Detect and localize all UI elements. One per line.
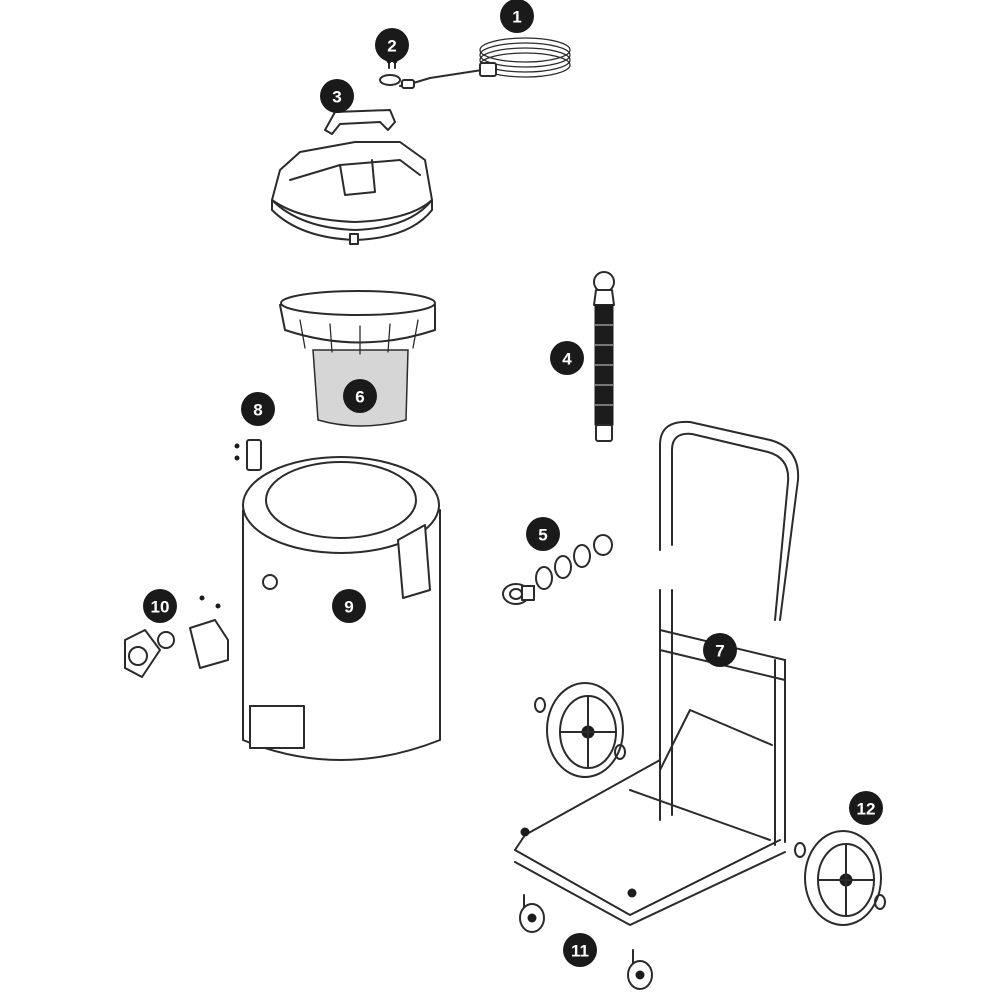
callout-3: 3 bbox=[320, 79, 354, 113]
callout-12: 12 bbox=[849, 791, 883, 825]
callout-10: 10 bbox=[143, 589, 177, 623]
callout-number: 4 bbox=[562, 350, 572, 369]
callout-5: 5 bbox=[526, 517, 560, 551]
cord-clamp-part bbox=[379, 58, 415, 89]
callout-1: 1 bbox=[500, 0, 534, 33]
callout-circle bbox=[849, 791, 883, 825]
motor-head-part bbox=[271, 109, 433, 245]
callout-number: 5 bbox=[538, 526, 547, 545]
callout-number: 12 bbox=[857, 800, 876, 819]
callout-circle bbox=[241, 392, 275, 426]
callout-11: 11 bbox=[563, 933, 597, 967]
casters-part bbox=[519, 894, 653, 990]
callout-number: 10 bbox=[151, 598, 170, 617]
callout-number: 11 bbox=[571, 942, 589, 961]
callout-circle bbox=[550, 341, 584, 375]
callout-circle bbox=[343, 379, 377, 413]
latch-bracket-part bbox=[234, 439, 262, 471]
callout-circle bbox=[526, 517, 560, 551]
callout-9: 9 bbox=[332, 589, 366, 623]
callout-circle bbox=[703, 633, 737, 667]
callout-circle bbox=[563, 933, 597, 967]
power-cord-part bbox=[399, 37, 571, 87]
callout-number: 7 bbox=[715, 642, 724, 661]
rear-wheels-part bbox=[534, 682, 886, 926]
callout-2: 2 bbox=[375, 28, 409, 62]
callout-number: 6 bbox=[355, 388, 364, 407]
callout-number: 8 bbox=[253, 401, 262, 420]
cart-frame-part bbox=[514, 420, 800, 926]
callout-number: 1 bbox=[512, 8, 521, 27]
callout-8: 8 bbox=[241, 392, 275, 426]
callout-circle bbox=[500, 0, 534, 33]
callout-number: 2 bbox=[387, 37, 396, 56]
drain-port-part bbox=[124, 595, 229, 678]
callout-number: 9 bbox=[344, 598, 353, 617]
callout-6: 6 bbox=[343, 379, 377, 413]
callout-circle bbox=[375, 28, 409, 62]
callout-circle bbox=[332, 589, 366, 623]
callout-circle bbox=[320, 79, 354, 113]
callout-circle bbox=[143, 589, 177, 623]
callout-number: 3 bbox=[332, 88, 341, 107]
tank-part bbox=[242, 456, 441, 761]
hose-part bbox=[593, 271, 615, 442]
inlet-fittings-part bbox=[502, 534, 613, 605]
callout-4: 4 bbox=[550, 341, 584, 375]
callout-7: 7 bbox=[703, 633, 737, 667]
